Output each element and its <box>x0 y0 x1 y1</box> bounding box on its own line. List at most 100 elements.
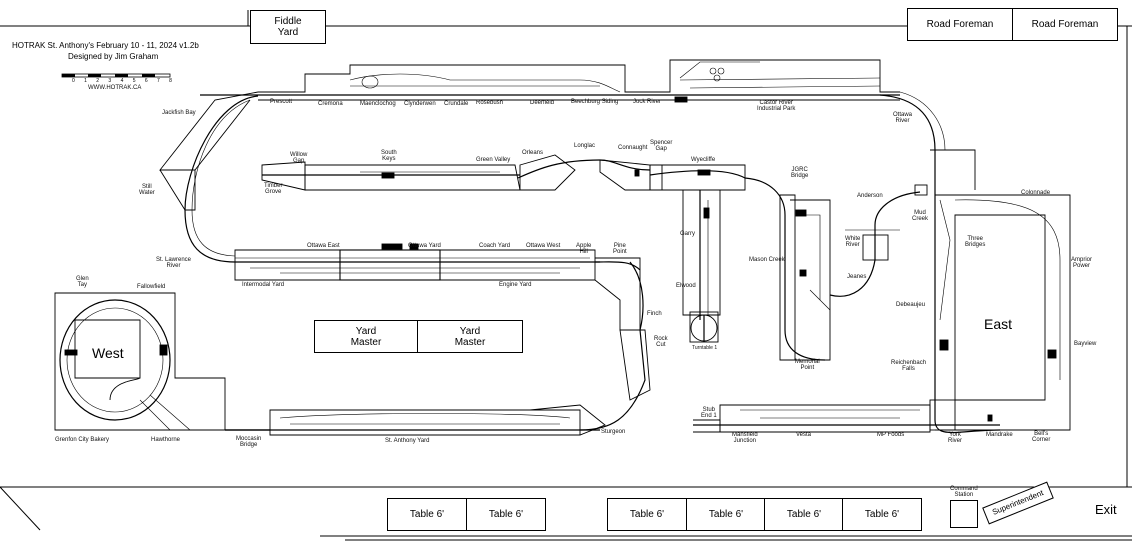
station-debeaujeu: Debeaujeu <box>896 302 926 308</box>
station-coach-yard: Coach Yard <box>479 243 511 249</box>
station-colonnade: Colonnade <box>1021 190 1051 196</box>
station-mandrake: Mandrake <box>986 432 1013 438</box>
station-apple-hill: Apple Hill <box>576 243 592 256</box>
station-white-river: White River <box>845 236 861 249</box>
station-amprior-power: Amprior Power <box>1071 257 1093 270</box>
station-fallowfield: Fallowfield <box>137 284 166 290</box>
room-wall <box>0 486 41 531</box>
scale-tick-2: 2 <box>96 78 100 84</box>
station-engine-yard: Engine Yard <box>499 282 532 288</box>
table-box-5: Table 6' <box>764 498 844 531</box>
station-maenclochog: Maenclochog <box>360 101 396 107</box>
station-south-keys: South Keys <box>381 150 397 163</box>
command-station-box <box>950 500 978 528</box>
station-vesta: Vesta <box>796 432 812 438</box>
designer-credit: Designed by Jim Graham <box>68 52 159 61</box>
station-mason-creek: Mason Creek <box>749 257 785 263</box>
scale-tick-6: 6 <box>144 78 148 84</box>
station-jgrc-bridge: JGRC Bridge <box>791 167 809 180</box>
benchwork-middle <box>304 164 521 191</box>
station-finch: Finch <box>647 311 662 317</box>
station-bayview: Bayview <box>1074 341 1097 347</box>
layout-title: HOTRAK St. Anthony's February 10 - 11, 2… <box>12 41 199 50</box>
exit-label: Exit <box>1095 502 1117 517</box>
station-ottawa-east: Ottawa East <box>307 243 340 249</box>
station-rock-cut: Rock Cut <box>654 336 668 349</box>
station-cremona: Cremona <box>318 101 343 107</box>
station-mud-creek: Mud Creek <box>912 210 929 223</box>
station-moccasin-bridge: Moccasin Bridge <box>236 436 262 449</box>
benchwork-mason-creek <box>790 199 831 361</box>
station-longlac: Longlac <box>574 143 596 149</box>
station-orleans: Orleans <box>522 150 544 156</box>
road-foreman-box-1: Road Foreman <box>907 8 1013 41</box>
station-mansfield-junction: Mansfield Junction <box>732 432 758 445</box>
station-pine-point: Pine Point <box>613 243 627 256</box>
station-spencer-gap: Spencer Gap <box>650 140 673 153</box>
station-rosebush: Rosebush <box>476 100 504 106</box>
station-jeanes: Jeanes <box>847 274 867 280</box>
station-stub-end: Stub End 1 <box>701 407 717 420</box>
station-clynderwen: Clynderwen <box>404 101 436 107</box>
station-intermodal-yard: Intermodal Yard <box>242 282 285 288</box>
station-timber-grove: Timber Grove <box>264 183 283 196</box>
road-foreman-box-2: Road Foreman <box>1012 8 1118 41</box>
region-west: West <box>92 345 124 361</box>
benchwork-left <box>159 91 259 171</box>
station-grenfon-city-bakery: Grenfon City Bakery <box>55 437 110 443</box>
table-box-2: Table 6' <box>466 498 546 531</box>
station-mp-foods: MP Foods <box>877 432 905 438</box>
benchwork-top <box>258 59 900 93</box>
table-box-3: Table 6' <box>607 498 687 531</box>
benchwork-bottom-right <box>719 404 931 433</box>
station-castor-river: Castor River Industrial Park <box>757 100 796 113</box>
station-st-lawrence-river: St. Lawrence River <box>156 257 192 270</box>
station-jackfish-bay: Jackfish Bay <box>162 110 196 116</box>
scale-tick-8: 8 <box>169 78 172 84</box>
station-reichenbach-falls: Reichenbach Falls <box>891 360 927 373</box>
station-bells-corner: Bell's Corner <box>1032 431 1051 444</box>
station-anderson: Anderson <box>857 193 883 199</box>
scale-tick-5: 5 <box>132 78 136 84</box>
station-turntable: Turntable 1 <box>692 345 718 351</box>
website-label: WWW.HOTRAK.CA <box>88 85 142 91</box>
table-box-1: Table 6' <box>387 498 467 531</box>
station-deerfield: Deerfield <box>530 100 555 106</box>
benchwork-pine-point <box>594 257 641 331</box>
station-willow-gap: Willow Gap <box>290 152 308 165</box>
station-wyecliffe: Wyecliffe <box>691 157 716 163</box>
station-memorial-point: Memorial Point <box>795 359 820 372</box>
benchwork-spur <box>682 189 721 316</box>
station-crundale: Crundale <box>444 101 469 107</box>
scale-tick-3: 3 <box>108 78 112 84</box>
station-connaught: Connaught <box>618 145 648 151</box>
yard-master-box-2: Yard Master <box>417 320 523 353</box>
fiddle-yard-box: Fiddle Yard <box>250 10 326 44</box>
station-hawthorne: Hawthorne <box>151 437 181 443</box>
table-box-4: Table 6' <box>686 498 766 531</box>
station-york-river: York River <box>948 432 963 445</box>
command-station-label: Command Station <box>950 486 978 499</box>
scale-bar <box>61 73 171 78</box>
track-left <box>184 95 259 263</box>
station-prescott: Prescott <box>270 99 293 105</box>
benchwork-west <box>54 292 226 431</box>
scale-tick-1: 1 <box>84 78 87 84</box>
station-beechburg-siding: Beechburg Siding <box>571 99 619 105</box>
station-jock-river: Jock River <box>633 99 662 105</box>
table-box-6: Table 6' <box>842 498 922 531</box>
station-three-bridges: Three Bridges <box>965 236 986 249</box>
station-sturgeon: Sturgeon <box>601 429 626 435</box>
track-right <box>879 94 1001 434</box>
station-garry: Garry <box>680 231 695 237</box>
scale-tick-7: 7 <box>156 78 160 84</box>
benchwork-ottawa-yard <box>234 249 596 281</box>
station-ottawa-west: Ottawa West <box>526 243 561 249</box>
yard-master-box-1: Yard Master <box>314 320 418 353</box>
station-ottawa-river: Ottawa River <box>893 112 913 125</box>
station-elwood: Elwood <box>676 283 696 289</box>
region-east: East <box>984 316 1013 332</box>
station-st-anthony-yard: St. Anthony Yard <box>385 438 430 444</box>
scale-tick-labels: 0 1 2 3 4 5 6 7 8 <box>72 78 172 84</box>
